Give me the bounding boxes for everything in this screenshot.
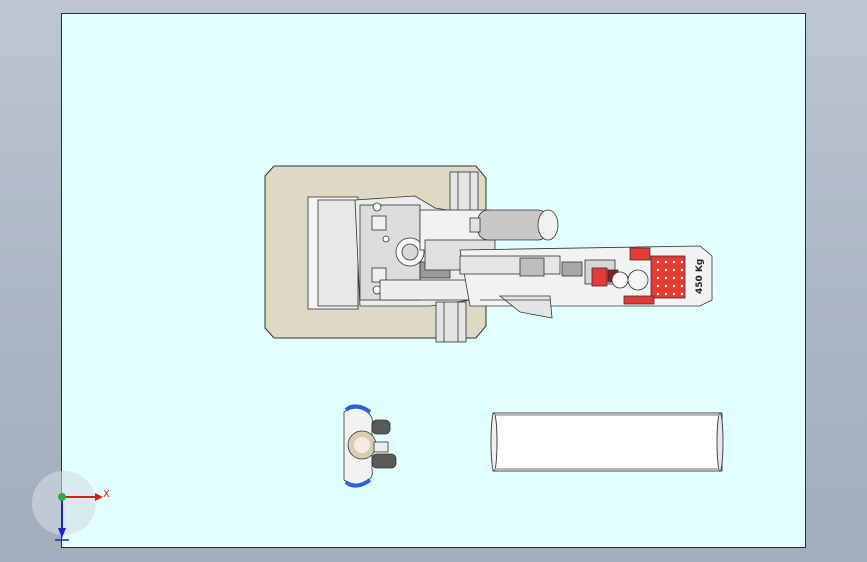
x-axis-label: X xyxy=(103,489,110,500)
x-axis-arrow-icon xyxy=(95,493,103,501)
operator-figure[interactable] xyxy=(343,404,397,488)
counterweight-cylinder[interactable] xyxy=(469,209,559,241)
robot-arm[interactable] xyxy=(459,245,713,319)
robot-body[interactable] xyxy=(307,171,496,343)
coordinate-triad: X xyxy=(32,471,110,541)
wrist-flange[interactable] xyxy=(623,247,686,305)
payload-label: 450 Kg xyxy=(695,259,705,294)
origin-icon xyxy=(58,493,66,501)
y-axis-arrow-icon xyxy=(58,528,66,538)
cylinder-workpiece[interactable] xyxy=(490,412,724,472)
